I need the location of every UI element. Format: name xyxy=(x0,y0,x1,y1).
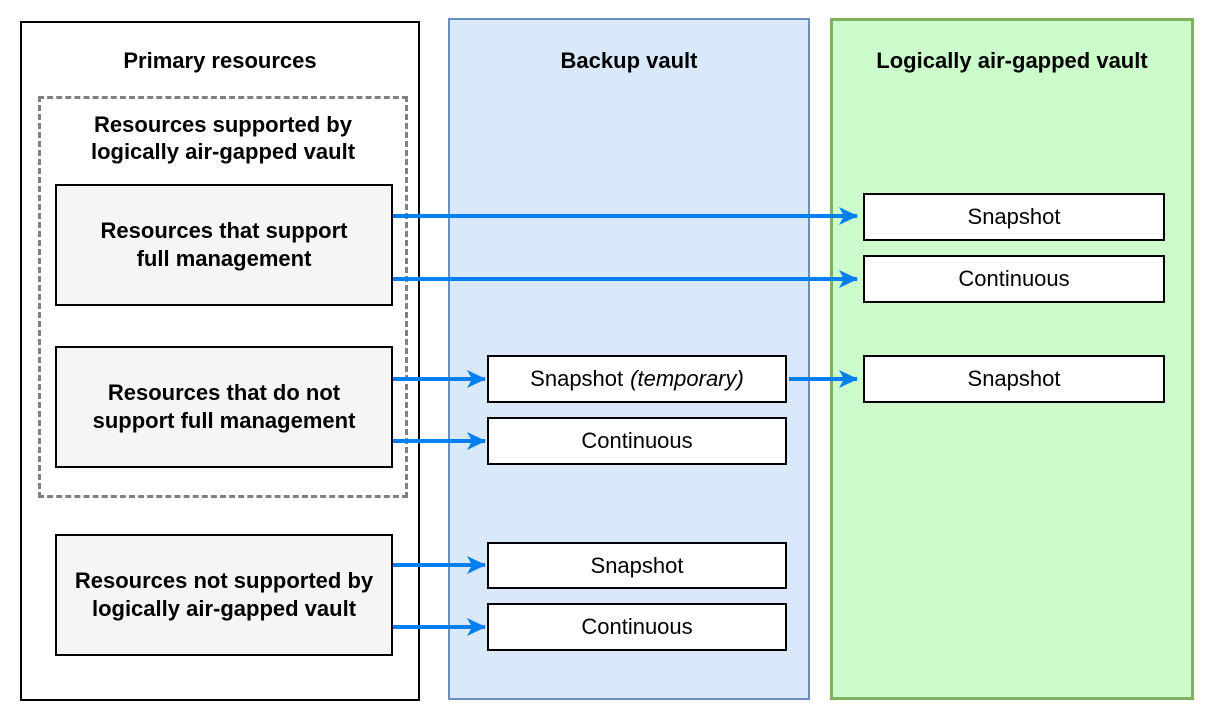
airgap-snapshot-box-2: Snapshot xyxy=(863,355,1165,403)
backup-box-label: Snapshot xyxy=(530,366,624,391)
airgap-box-label: Snapshot xyxy=(967,366,1061,391)
airgap-box-label: Continuous xyxy=(958,266,1070,291)
resource-box-not-supported: Resources not supported by logically air… xyxy=(55,534,393,656)
backup-box-label: Continuous xyxy=(581,614,693,639)
resource-box-label-line-2: logically air-gapped vault xyxy=(91,596,357,621)
group-title-line-2: logically air-gapped vault xyxy=(90,139,356,164)
backup-vault-panel: Backup vault Snapshot (temporary) Contin… xyxy=(448,18,810,700)
primary-resources-title: Primary resources xyxy=(123,48,317,73)
backup-box-label: Continuous xyxy=(581,428,693,453)
resource-box-label-line-2: full management xyxy=(136,246,312,271)
resource-box-full-management: Resources that support full management xyxy=(55,184,393,306)
airgap-vault-panel: Logically air-gapped vault Snapshot Cont… xyxy=(830,18,1194,700)
airgap-vault-title: Logically air-gapped vault xyxy=(876,48,1148,73)
backup-box-label: Snapshot xyxy=(590,552,684,578)
group-title-line-1: Resources supported by xyxy=(94,112,352,137)
backup-continuous-box-2: Continuous xyxy=(487,603,787,651)
supported-resources-group-title: Resources supported by logically air-gap… xyxy=(41,99,405,165)
backup-continuous-box-1: Continuous xyxy=(487,417,787,465)
resource-box-label-line-2: support full management xyxy=(92,408,356,433)
resource-box-partial-management: Resources that do not support full manag… xyxy=(55,346,393,468)
backup-vault-title: Backup vault xyxy=(560,48,698,73)
resource-box-label-line-1: Resources that support xyxy=(100,218,348,243)
airgap-box-label: Snapshot xyxy=(967,204,1061,229)
primary-resources-panel: Primary resources Resources supported by… xyxy=(20,21,420,701)
backup-snapshot-temporary-box: Snapshot (temporary) xyxy=(487,355,787,403)
backup-box-label-italic: (temporary) xyxy=(630,366,744,391)
airgap-continuous-box: Continuous xyxy=(863,255,1165,303)
backup-snapshot-box-2: Snapshot xyxy=(487,542,787,589)
resource-box-label-line-1: Resources not supported by xyxy=(74,568,374,593)
resource-box-label-line-1: Resources that do not xyxy=(107,380,341,405)
supported-resources-group: Resources supported by logically air-gap… xyxy=(38,96,408,498)
airgap-snapshot-box-1: Snapshot xyxy=(863,193,1165,241)
